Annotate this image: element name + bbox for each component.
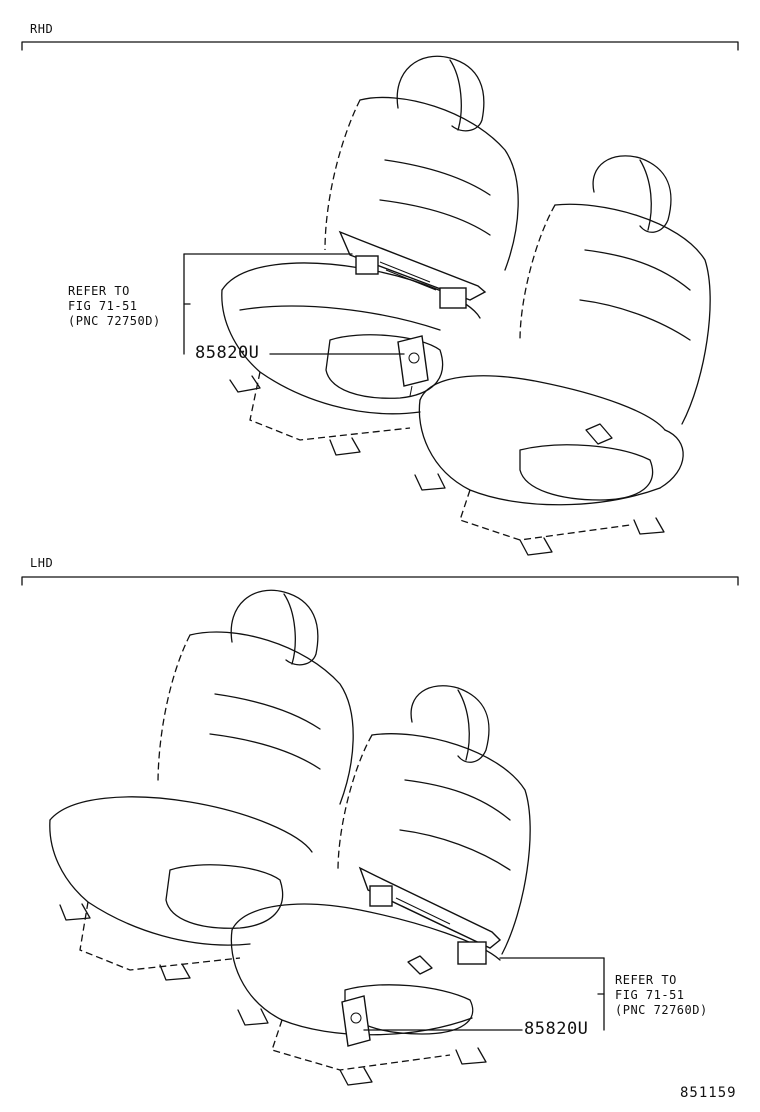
rhd-seat-left [221,55,519,456]
lhd-part-number: 85820U [524,1019,589,1039]
lhd-leaders [363,957,605,1031]
rhd-leaders [183,253,405,355]
rhd-section-title: RHD [30,22,54,36]
lhd-seat-left [49,589,354,981]
rhd-frame [21,41,739,51]
diagram-id: 851159 [680,1085,737,1101]
lhd-frame [21,576,739,586]
rhd-refer-line2: FIG 71-51 [68,299,138,313]
rhd-part-85820u-shape [397,335,429,397]
lhd-seat-right [230,685,531,1086]
rhd-refer-line1: REFER TO [68,284,130,298]
lhd-section-title: LHD [30,556,54,570]
rhd-seat-right [414,155,711,556]
lhd-refer-line3: (PNC 72760D) [615,1003,708,1017]
lhd-refer-line1: REFER TO [615,973,677,987]
rhd-part-number: 85820U [195,343,260,363]
lhd-part-85820u-shape [341,995,371,1047]
lhd-refer-line2: FIG 71-51 [615,988,685,1002]
rhd-refer-line3: (PNC 72750D) [68,314,161,328]
